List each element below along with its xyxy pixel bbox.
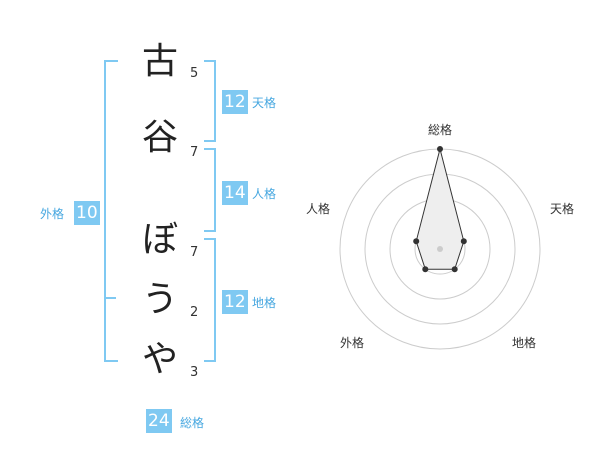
radar-center-dot [437,246,443,252]
radar-point-jinkaku [413,238,420,245]
name-char-1: 古 [141,41,178,82]
name-char-2: 谷 [141,117,178,158]
radar-point-gaikaku [422,266,429,273]
tenkaku-label: 天格 [252,96,277,110]
name-char-4: う [141,279,178,320]
name-char-5: や [141,339,178,380]
chikaku-label: 地格 [252,296,277,310]
stroke-count-1: 5 [190,66,199,81]
radar-point-chikaku [451,266,458,273]
jinkaku-label: 人格 [252,187,277,201]
radar-point-tenkaku [460,238,467,245]
gaikaku-bracket [104,60,118,362]
soukaku-label: 総格 [180,416,205,430]
gaikaku-bracket-tick [104,297,116,299]
soukaku-value-badge: 24 [146,409,172,433]
gaikaku-value-badge: 10 [74,201,100,225]
jinkaku-bracket [204,148,216,232]
gaikaku-label: 外格 [40,207,65,221]
radar-label-jinkaku: 人格 [305,202,331,216]
chikaku-value-badge: 12 [222,290,248,314]
stroke-count-5: 3 [190,365,199,380]
radar-score-polygon [415,148,465,270]
radar-label-tenkaku: 天格 [549,202,575,216]
tenkaku-bracket [204,60,216,142]
radar-label-gaikaku: 外格 [339,336,365,350]
jinkaku-value-badge: 14 [222,181,248,205]
stroke-count-4: 2 [190,305,199,320]
name-char-3: ぼ [141,219,178,260]
radar-label-soukaku: 総格 [427,123,453,137]
chikaku-bracket [204,238,216,362]
radar-label-chikaku: 地格 [511,336,537,350]
stroke-count-2: 7 [190,145,199,160]
radar-point-soukaku [437,146,443,152]
stroke-count-3: 7 [190,245,199,260]
tenkaku-value-badge: 12 [222,90,248,114]
